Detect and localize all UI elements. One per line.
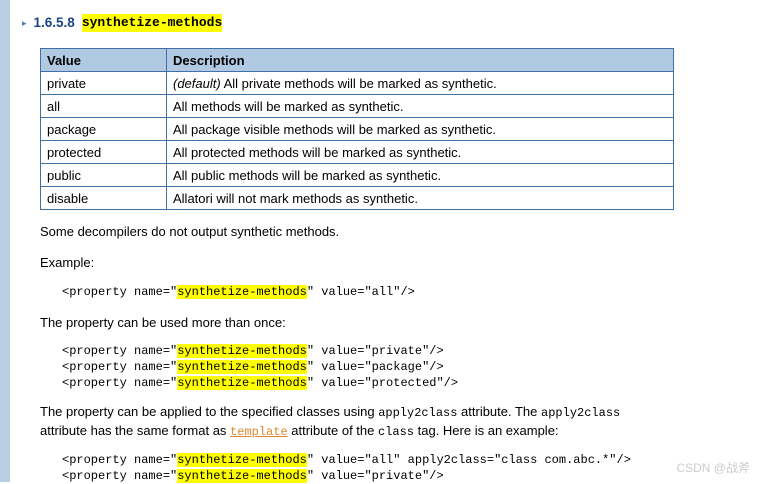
description-text: All private methods will be marked as sy… [220,75,497,91]
col-header-value: Value [40,48,167,72]
description-text: Allatori will not mark methods as synthe… [173,190,418,206]
code-example-apply2class: <property name="synthetize-methods" valu… [62,452,736,484]
description-text: All package visible methods will be mark… [173,121,496,137]
text-fragment: attribute. The [457,404,542,419]
highlighted-property-name: synthetize-methods [177,344,307,358]
more-than-once-note: The property can be used more than once: [40,315,286,330]
code-text: " value="all" apply2class="class com.abc… [306,453,631,467]
description-text: All methods will be marked as synthetic. [173,98,404,114]
value-cell: package [40,117,167,141]
description-cell: All package visible methods will be mark… [166,117,674,141]
code-text: <property name=" [62,285,178,299]
table-row: package All package visible methods will… [40,117,674,141]
text-fragment: attribute has the same format as [40,423,231,438]
apply2class-inline-code: apply2class [541,406,621,420]
text-fragment: tag. Here is an example: [414,423,559,438]
class-inline-code: class [378,425,415,439]
description-text: All protected methods will be marked as … [173,144,462,160]
description-text: All public methods will be marked as syn… [173,167,442,183]
value-cell: protected [40,140,167,164]
values-table: Value Description private (default) All … [40,48,674,210]
highlighted-property-name: synthetize-methods [177,285,307,299]
highlighted-property-name: synthetize-methods [177,469,307,483]
text-fragment: attribute of the [287,423,378,438]
table-row: private (default) All private methods wi… [40,71,674,95]
col-header-description: Description [166,48,674,72]
text-fragment: The property can be applied to the speci… [40,404,379,419]
value-cell: public [40,163,167,187]
table-row: public All public methods will be marked… [40,163,674,187]
section-collapse-arrow[interactable]: ▸ [22,18,27,28]
code-line: <property name="synthetize-methods" valu… [62,375,736,391]
left-margin-strip [0,0,10,482]
description-cell: All methods will be marked as synthetic. [166,94,674,118]
code-text: " value="private"/> [306,469,444,483]
apply2class-inline-code: apply2class [378,406,458,420]
code-text: <property name=" [62,453,178,467]
code-text: <property name=" [62,344,178,358]
code-text: <property name=" [62,376,178,390]
description-cell: Allatori will not mark methods as synthe… [166,186,674,210]
example-label: Example: [40,255,95,270]
code-line: <property name="synthetize-methods" valu… [62,452,736,468]
code-line: <property name="synthetize-methods" valu… [62,343,736,359]
description-cell: All public methods will be marked as syn… [166,163,674,187]
default-marker: (default) [173,75,221,91]
code-text: <property name=" [62,360,178,374]
code-text: <property name=" [62,469,178,483]
section-number: 1.6.5.8 [33,15,75,30]
value-cell: disable [40,186,167,210]
description-cell: (default) All private methods will be ma… [166,71,674,95]
code-line: <property name="synthetize-methods" valu… [62,284,736,300]
code-example-multiple: <property name="synthetize-methods" valu… [62,343,736,391]
value-cell: all [40,94,167,118]
apply2class-paragraph: The property can be applied to the speci… [40,403,665,441]
highlighted-property-name: synthetize-methods [177,376,307,390]
code-text: " value="package"/> [306,360,444,374]
code-example-single: <property name="synthetize-methods" valu… [62,284,736,300]
code-text: " value="private"/> [306,344,444,358]
value-cell: private [40,71,167,95]
highlighted-property-name: synthetize-methods [177,360,307,374]
code-text: " value="protected"/> [306,376,459,390]
section-title: synthetize-methods [81,14,223,32]
table-header-row: Value Description [40,48,674,72]
table-row: protected All protected methods will be … [40,140,674,164]
code-text: " value="all"/> [306,285,415,299]
description-cell: All protected methods will be marked as … [166,140,674,164]
document-content: ▸ 1.6.5.8 synthetize-methods Value Descr… [22,14,736,484]
code-line: <property name="synthetize-methods" valu… [62,359,736,375]
code-line: <property name="synthetize-methods" valu… [62,468,736,484]
decompilers-note: Some decompilers do not output synthetic… [40,224,340,239]
template-link[interactable]: template [230,425,288,439]
csdn-watermark: CSDN @战斧 [676,461,750,475]
table-row: all All methods will be marked as synthe… [40,94,674,118]
section-heading: ▸ 1.6.5.8 synthetize-methods [22,14,736,32]
table-row: disable Allatori will not mark methods a… [40,186,674,210]
highlighted-property-name: synthetize-methods [177,453,307,467]
